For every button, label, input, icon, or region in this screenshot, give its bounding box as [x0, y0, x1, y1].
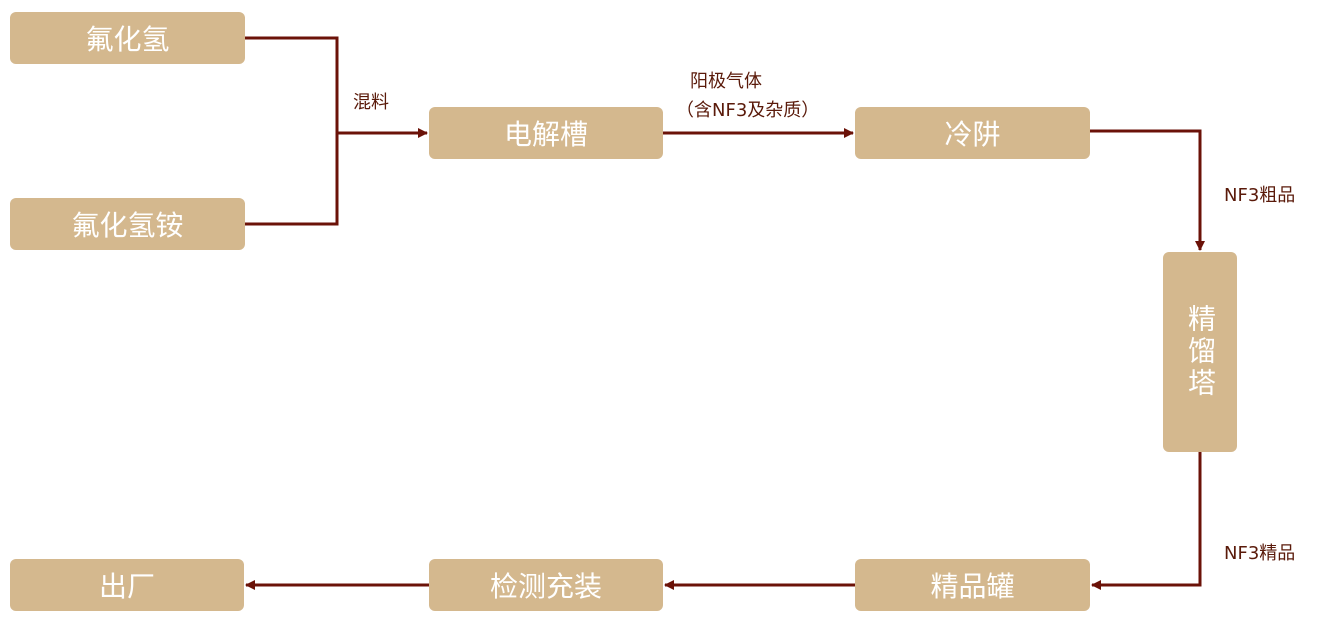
node-cold-trap: 冷阱: [855, 107, 1090, 159]
label-crude: NF3粗品: [1224, 185, 1296, 206]
node-hf: 氟化氢: [10, 12, 245, 64]
node-shipment: 出厂: [10, 559, 244, 611]
label-mix: 混料: [353, 92, 389, 113]
arrow-refined: [1091, 452, 1202, 590]
label-anode-gas: 阳极气体: [690, 71, 762, 92]
node-distillation: 精馏塔: [1163, 252, 1237, 452]
node-product-tank: 精品罐: [855, 559, 1090, 611]
arrow-crude: [1090, 129, 1205, 251]
node-inspection: 检测充装: [429, 559, 663, 611]
node-electrolyzer: 电解槽: [429, 107, 663, 159]
node-nh4hf2: 氟化氢铵: [10, 198, 245, 250]
merge-line: [245, 36, 339, 226]
label-refined: NF3精品: [1224, 543, 1296, 564]
label-anode-gas-detail: （含NF3及杂质）: [676, 100, 820, 121]
